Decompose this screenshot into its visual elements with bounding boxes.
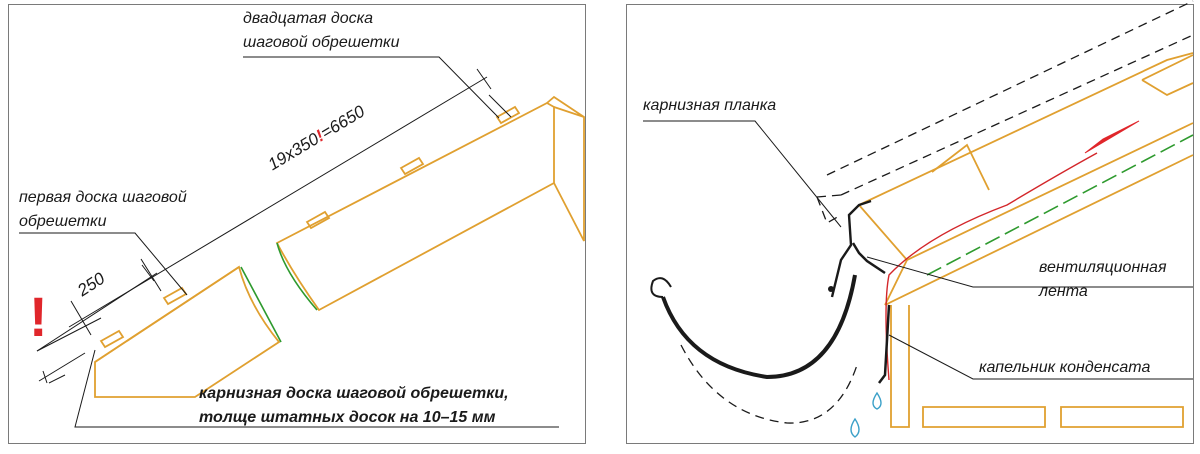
- leader-twentieth: [243, 56, 500, 119]
- wall-board-1: [922, 406, 1046, 428]
- rafter-upper: [858, 52, 1194, 262]
- batten-1: [99, 329, 125, 349]
- label-first-line1: первая доска шаговой: [19, 189, 187, 206]
- dimension-line-250: [36, 272, 158, 352]
- vent-airflow-arrow: [1084, 120, 1140, 154]
- batten-20: [495, 105, 521, 125]
- label-eave-strip: карнизная планка: [643, 97, 777, 114]
- batten-3: [305, 210, 331, 230]
- water-drop-1: [872, 391, 882, 410]
- label-twentieth-line2: шаговой обрешетки: [243, 34, 400, 51]
- vent-airflow-path: [885, 152, 1098, 381]
- rafter-right-section: [275, 101, 555, 312]
- rafter-end-cap: [546, 95, 585, 242]
- label-twentieth-line1: двадцатая доска: [243, 10, 374, 27]
- leader-first: [19, 232, 188, 296]
- label-first-line2: обрешетки: [19, 213, 107, 230]
- left-diagram-panel: двадцатая доска шаговой обрешетки 19x350…: [8, 4, 586, 444]
- rafter-batten: [1141, 54, 1194, 97]
- gutter-curl: [650, 277, 672, 298]
- label-vent-line2: лента: [1039, 283, 1088, 300]
- label-eave-line1: карнизная доска шаговой обрешетки,: [199, 385, 509, 402]
- membrane-line: [926, 134, 1194, 276]
- condensate-drip-edge: [878, 304, 891, 384]
- leader-vent-tape: [866, 256, 1193, 288]
- gutter: [661, 274, 857, 380]
- break-line-left: [240, 266, 282, 343]
- leader-drip: [888, 334, 1193, 380]
- batten-4: [399, 156, 425, 176]
- roof-covering-bottom: [840, 34, 1194, 196]
- left-diagram-drawing: [19, 56, 585, 428]
- wall-board-2: [1060, 406, 1184, 428]
- water-drop-2: [850, 417, 860, 438]
- eave-strip: [830, 199, 872, 298]
- leader-eave: [74, 349, 559, 428]
- vent-tape: [851, 242, 886, 275]
- label-drip: капельник конденсата: [979, 359, 1151, 376]
- right-diagram-panel: карнизная планка вентиляционная лента ка…: [626, 0, 1194, 444]
- break-line-right: [276, 242, 318, 311]
- leader-eave-strip: [643, 120, 842, 228]
- right-diagram-drawing: [643, 0, 1194, 438]
- roof-covering-top: [826, 0, 1194, 176]
- rafter-left-section: [94, 266, 240, 363]
- label-eave-line2: толще штатных досок на 10–15 мм: [199, 409, 496, 426]
- warning-mark: !: [29, 285, 48, 348]
- wall-post: [890, 305, 910, 428]
- rafter-lower: [884, 154, 1194, 306]
- gutter-outline: [680, 344, 858, 424]
- eave-board: [94, 265, 281, 398]
- label-vent-line1: вентиляционная: [1039, 259, 1167, 276]
